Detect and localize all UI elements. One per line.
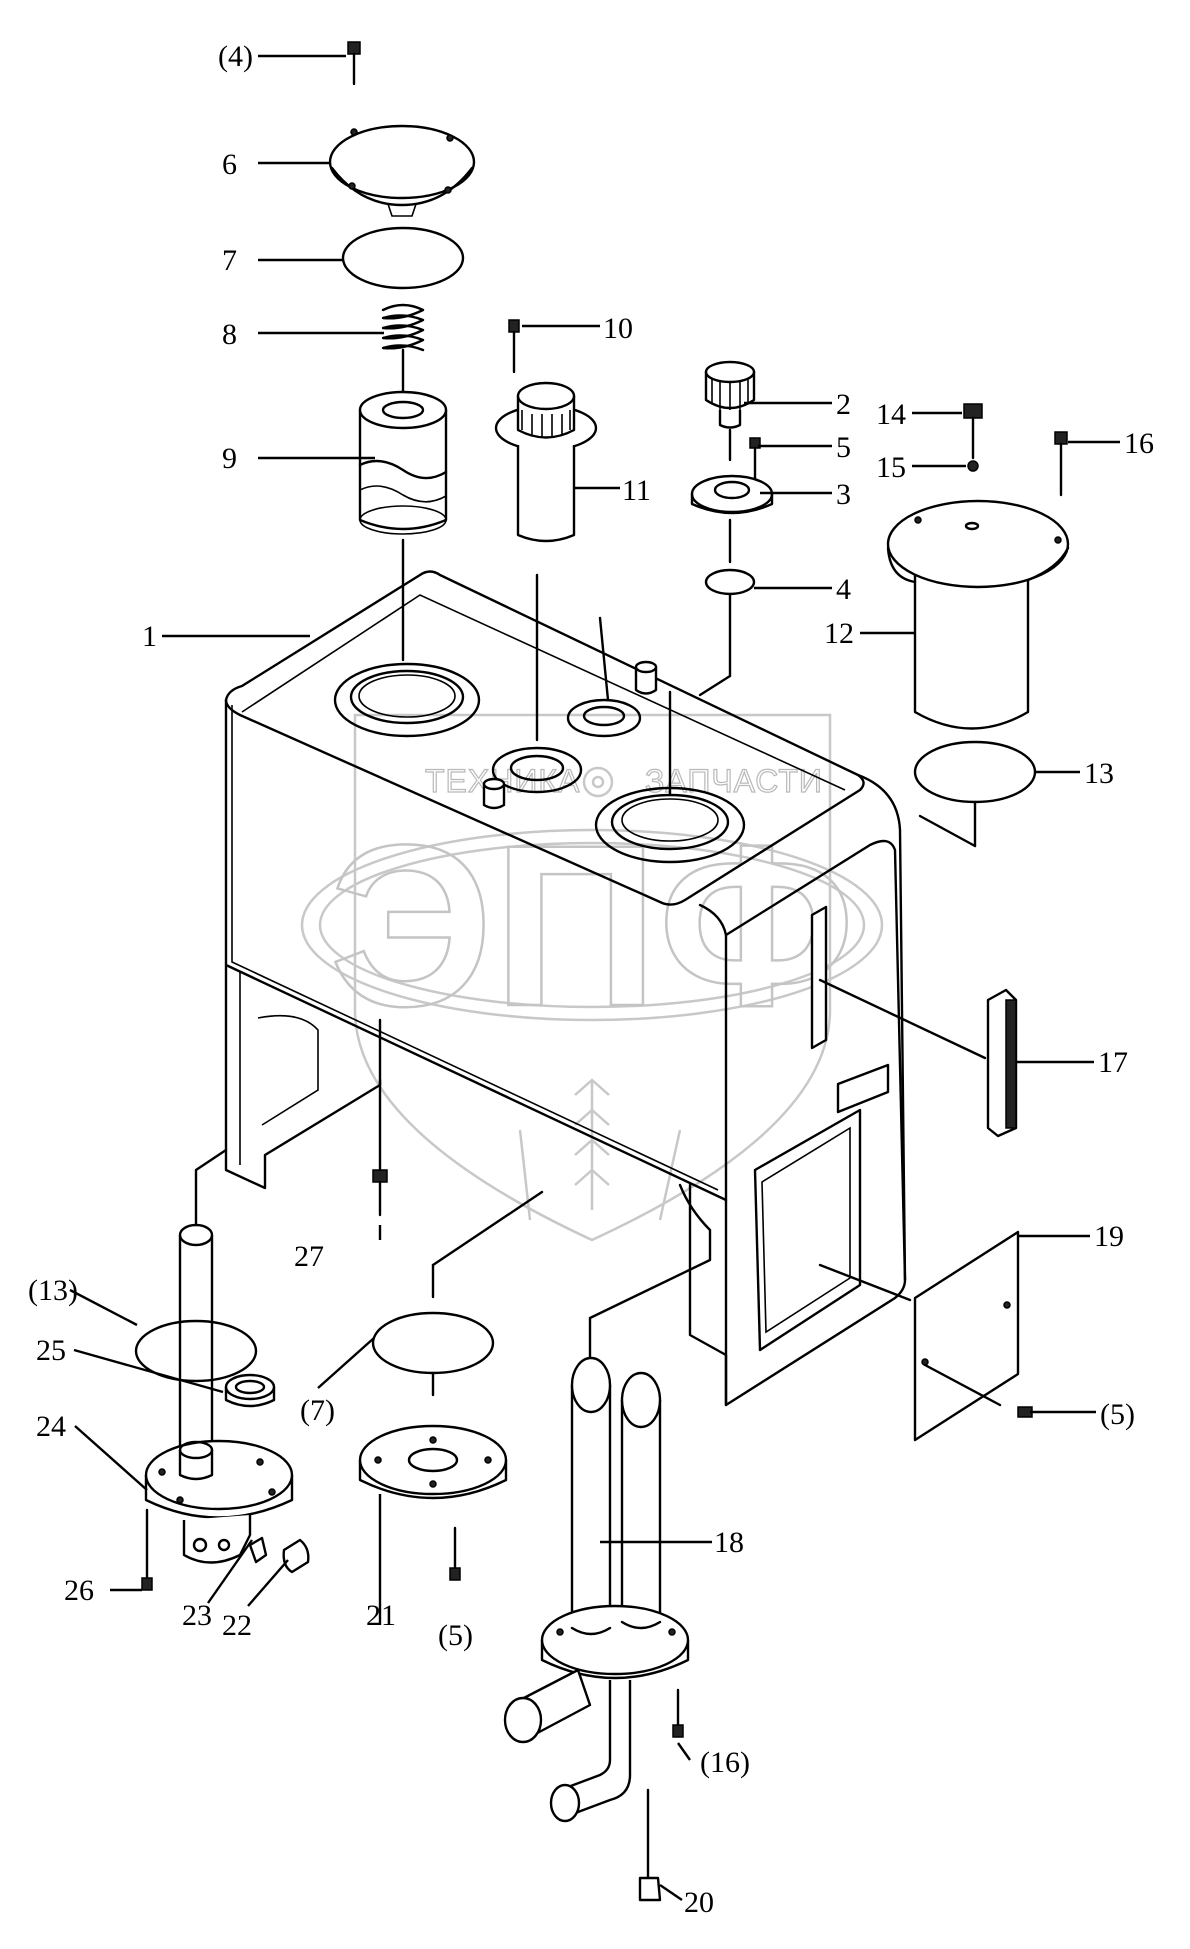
o-ring-13 <box>913 740 1037 804</box>
return-pipe-assembly <box>503 1183 712 1902</box>
tank-opening-breather <box>566 698 642 738</box>
callout-26: 26 <box>64 1574 94 1607</box>
callout-23: 23 <box>182 1599 212 1632</box>
suction-strainer <box>494 319 598 543</box>
tank-opening-large <box>333 662 481 738</box>
callout-8: 8 <box>222 318 237 351</box>
callout-12: 12 <box>824 617 854 650</box>
callout-14: 14 <box>876 398 906 431</box>
bolt-top <box>347 41 361 86</box>
callout-2: 2 <box>836 388 851 421</box>
wheat-icon <box>518 1078 682 1221</box>
filter-element <box>358 390 448 535</box>
callout-19: 19 <box>1094 1220 1124 1253</box>
suction-pipe-left <box>134 1223 310 1591</box>
gear-icon <box>582 766 614 798</box>
callout-17: 17 <box>1098 1046 1128 1079</box>
callout-11: 11 <box>622 474 651 507</box>
spring <box>381 303 425 394</box>
callout-5: 5 <box>836 431 851 464</box>
callout-6: 6 <box>222 148 237 181</box>
callout-4-ref: (4) <box>218 40 253 73</box>
callout-22: 22 <box>222 1609 252 1642</box>
watermark-logo-letters: ЭПФ <box>329 797 854 1054</box>
callout-13: 13 <box>1084 757 1114 790</box>
watermark: ЭПФ ТЕХНИКА ЗАПЧАСТИ <box>300 713 884 1242</box>
level-gauge <box>986 988 1018 1138</box>
callout-16: 16 <box>1124 427 1154 460</box>
tank-opening-small <box>491 746 583 794</box>
callout-7: 7 <box>222 244 237 277</box>
return-filter-canister <box>886 403 1070 730</box>
callout-18: 18 <box>714 1526 744 1559</box>
callout-9: 9 <box>222 442 237 475</box>
flange-21 <box>358 1190 544 1581</box>
callout-20: 20 <box>684 1886 714 1919</box>
leader-lines <box>69 54 1120 1901</box>
callout-labels: (4) 6 7 8 9 10 11 2 5 3 4 14 15 16 12 13… <box>28 40 1154 1919</box>
watermark-right-text: ЗАПЧАСТИ <box>645 763 823 799</box>
callout-7-ref: (7) <box>300 1394 335 1427</box>
callout-1: 1 <box>142 620 157 653</box>
callout-25: 25 <box>36 1334 66 1367</box>
o-ring-7 <box>341 226 465 290</box>
filter-cover <box>328 124 476 217</box>
cover-plate <box>913 1230 1033 1442</box>
callout-3: 3 <box>836 478 851 511</box>
callout-15: 15 <box>876 451 906 484</box>
callout-13-ref: (13) <box>28 1274 78 1307</box>
breather <box>690 360 774 697</box>
callout-27: 27 <box>294 1240 324 1273</box>
callout-16-ref: (16) <box>700 1746 750 1779</box>
o-ring-4 <box>704 568 756 596</box>
callout-24: 24 <box>36 1410 66 1443</box>
callout-21: 21 <box>366 1599 396 1632</box>
bolt-27 <box>372 1078 388 1217</box>
callout-5-ref-bottom: (5) <box>438 1619 473 1652</box>
callout-4: 4 <box>836 573 851 606</box>
callout-5-ref-right: (5) <box>1100 1398 1135 1431</box>
callout-10: 10 <box>603 312 633 345</box>
